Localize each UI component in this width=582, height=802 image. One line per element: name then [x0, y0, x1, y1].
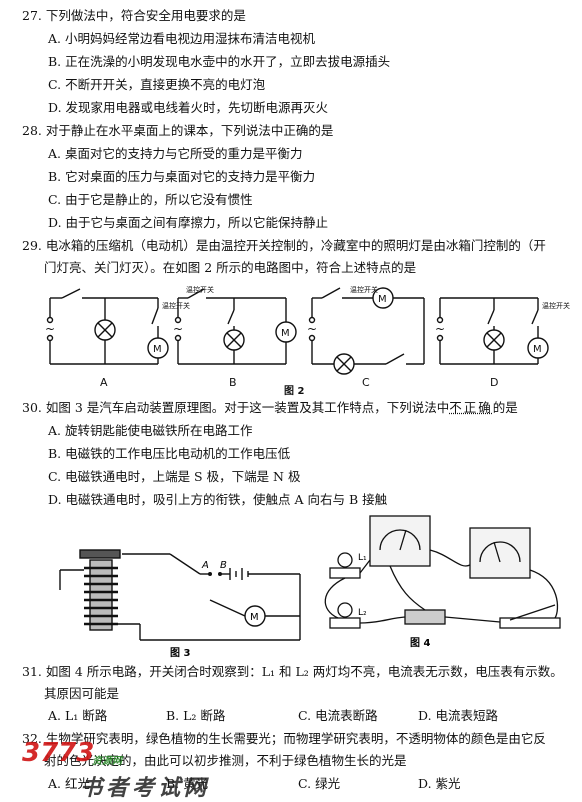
circuit-label-d: D: [490, 376, 498, 389]
svg-text:~: ~: [45, 322, 55, 336]
q30-option-a: A. 旋转钥匙能使电磁铁所在电路工作: [48, 423, 253, 438]
q28-option-b: B. 它对桌面的压力与桌面对它的支持力是平衡力: [48, 169, 316, 184]
q28-option-a: A. 桌面对它的支持力与它所受的重力是平衡力: [48, 146, 303, 161]
circuit-d: [436, 297, 549, 365]
switch-label-d: 温控开关: [542, 301, 570, 310]
q28-option-d: D. 由于它与桌面之间有摩擦力，所以它能保持静止: [48, 215, 329, 230]
figure-3-caption: 图 3: [170, 647, 190, 659]
svg-text:~: ~: [307, 322, 317, 336]
contact-b-label: B: [220, 560, 227, 571]
q30-option-b: B. 电磁铁的工作电压比电动机的工作电压低: [48, 446, 291, 461]
figure-4-circuit: L₁ L₂ 图 4: [324, 515, 561, 649]
q31-option-d: D. 电流表短路: [418, 708, 499, 723]
q27-option-d: D. 发现家用电器或电线着火时，先切断电源再灭火: [48, 100, 329, 115]
lamp-l2-label: L₂: [358, 608, 367, 618]
q27-stem: 27. 下列做法中，符合安全用电要求的是: [22, 8, 246, 23]
q31-stem-line2: 其原因可能是: [44, 686, 120, 701]
q31-stem-line1: 31. 如图 4 所示电路，开关闭合时观察到：L₁ 和 L₂ 两灯均不亮，电流表…: [22, 664, 563, 679]
circuit-label-c: C: [362, 376, 370, 389]
svg-text:~: ~: [435, 322, 445, 336]
switch-label-a: 温控开关: [162, 301, 190, 310]
motor-label-c: M: [378, 294, 387, 305]
q27-option-c: C. 不断开开关，直接更换不亮的电灯泡: [48, 77, 266, 92]
circuit-a: [46, 288, 169, 365]
motor-label-fig3: M: [250, 612, 259, 623]
q32-option-c: C. 绿光: [298, 776, 341, 791]
q27-option-b: B. 正在洗澡的小明发现电水壶中的水开了，立即去拔电源插头: [48, 54, 391, 69]
q28-option-c: C. 由于它是静止的，所以它没有惯性: [48, 192, 253, 207]
motor-label-b: M: [281, 328, 290, 339]
q30-option-c: C. 电磁铁通电时，上端是 S 极，下端是 N 极: [48, 469, 301, 484]
q31-option-c: C. 电流表断路: [298, 708, 378, 723]
figure-4-caption: 图 4: [410, 637, 430, 649]
emphasis-not-correct: 不正确: [449, 400, 493, 415]
watermark-site: 资源网: [92, 756, 122, 767]
watermark-logo: 3773: [22, 738, 95, 768]
motor-label-a: M: [153, 344, 162, 355]
contact-a-label: A: [201, 560, 209, 571]
q32-stem-line2: 射的色光决定的，由此可以初步推测，不利于绿色植物生长的光是: [44, 753, 407, 768]
switch-label-b: 温控开关: [186, 285, 214, 294]
q31-option-b: B. L₂ 断路: [166, 708, 226, 723]
q32-stem-line1: 32. 生物学研究表明，绿色植物的生长需要光；而物理学研究表明，不透明物体的颜色…: [22, 731, 546, 746]
q28-stem: 28. 对于静止在水平桌面上的课本，下列说法中正确的是: [22, 123, 334, 138]
circuit-c: [308, 287, 425, 375]
q30-stem: 30. 如图 3 是汽车启动装置原理图。对于这一装置及其工作特点，下列说法中不正…: [22, 400, 518, 415]
circuit-label-a: A: [100, 376, 108, 389]
q29-stem-line1: 29. 电冰箱的压缩机（电动机）是由温控开关控制的，冷藏室中的照明灯是由冰箱门控…: [22, 238, 546, 253]
motor-label-d: M: [533, 344, 542, 355]
q32-option-b: B. 黄光: [166, 776, 209, 791]
figure-2-circuits: ~ ~ ~ ~ M M M M 温控开关 温控开关 温控开关 温控开关 A B …: [45, 285, 570, 397]
q27-option-a: A. 小明妈妈经常边看电视边用湿抹布清洁电视机: [48, 31, 315, 46]
circuit-b: [174, 288, 297, 365]
circuit-label-b: B: [229, 376, 237, 389]
switch-label-c: 温控开关: [350, 285, 378, 294]
figure-3-starter-device: A B M 图 3: [59, 549, 301, 659]
figure-2-caption: 图 2: [284, 385, 304, 397]
q32-option-a: A. 红光: [48, 776, 90, 791]
svg-text:~: ~: [173, 322, 183, 336]
q30-option-d: D. 电磁铁通电时，吸引上方的衔铁，使触点 A 向右与 B 接触: [48, 492, 388, 507]
q32-option-d: D. 紫光: [418, 776, 461, 791]
q31-option-a: A. L₁ 断路: [48, 708, 108, 723]
watermark-name: 书者考试网: [80, 776, 211, 801]
lamp-l1-label: L₁: [358, 553, 367, 563]
q29-stem-line2: 门灯亮、关门灯灭）。在如图 2 所示的电路图中，符合上述特点的是: [44, 260, 417, 275]
